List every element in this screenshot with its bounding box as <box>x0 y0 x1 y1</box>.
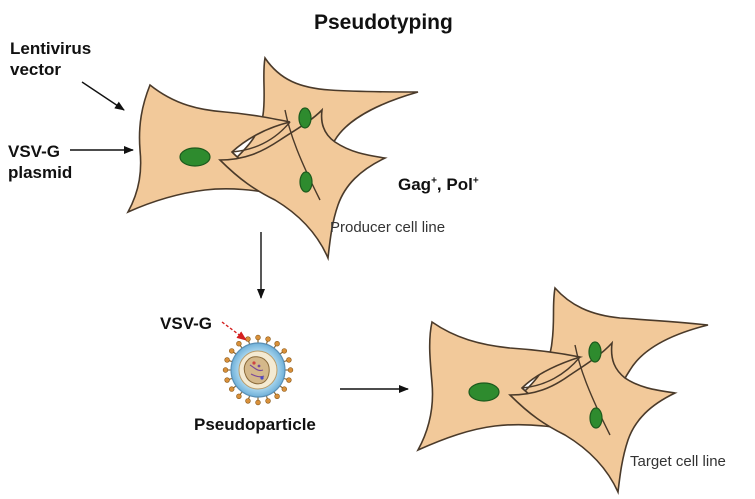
vsvg-spike-head <box>222 367 229 373</box>
nucleus <box>588 341 602 363</box>
cell-overlap-line <box>231 121 291 153</box>
lentivirus-label-line1: Lentivirus <box>10 39 92 58</box>
vsvg-spike-head <box>236 341 242 347</box>
vsvg-spike-head <box>229 386 235 392</box>
nucleus <box>298 107 312 129</box>
nucleus <box>589 407 603 429</box>
vsvg-spike-head <box>245 398 251 404</box>
pseudoparticle-label: Pseudoparticle <box>194 415 316 434</box>
vsvg-spike-head <box>287 367 294 373</box>
vsvg-plasmid-label: VSV-G plasmid <box>8 143 72 181</box>
vsvg-spike-head <box>236 393 242 399</box>
vsvg-spike-head <box>229 348 235 354</box>
vsvg-spike-arrow <box>221 321 247 341</box>
vsvg-spike-head <box>255 399 261 406</box>
cell-overlap-line <box>521 356 581 389</box>
vsvg-spike-head <box>265 336 271 342</box>
vsvg-spike-head <box>286 357 292 363</box>
vsvg-label: VSV-G <box>160 314 212 333</box>
vsvg-spike-head <box>245 336 251 342</box>
nucleus <box>179 147 211 167</box>
vsvg-spike-head <box>281 348 287 354</box>
gag-pol-label: Gag+, Pol+ <box>398 176 479 193</box>
gag-superscript: + <box>431 175 437 187</box>
vsvg-plasmid-label-line1: VSV-G <box>8 142 60 161</box>
target-cell-line-label: Target cell line <box>630 453 726 470</box>
lentivirus-label-line2: vector <box>10 60 62 79</box>
producer-cell-cluster <box>126 55 419 262</box>
lentivirus-vector-label: Lentivirus vector <box>10 40 91 78</box>
gag-text: Gag <box>398 175 432 194</box>
cell-overlap-line <box>574 344 611 436</box>
producer-cell-line-label: Producer cell line <box>330 219 446 236</box>
nucleus <box>468 382 500 402</box>
vsvg-spike-head <box>224 377 230 383</box>
gag-pol-separator: , <box>436 175 447 194</box>
lentivirus-arrow <box>81 81 125 111</box>
pseudoparticle-icon <box>222 334 294 406</box>
pol-superscript: + <box>472 175 479 187</box>
target-cell-cluster <box>416 286 709 495</box>
pol-text: Pol <box>446 175 473 194</box>
vsvg-plasmid-label-line2: plasmid <box>8 163 73 182</box>
cell-overlap-line <box>284 109 321 201</box>
vsvg-spike-head <box>265 398 271 404</box>
nucleus <box>299 171 313 193</box>
diagram-title: Pseudotyping <box>314 11 453 34</box>
vsvg-spike-head <box>274 393 280 399</box>
vsvg-spike-head <box>274 341 280 347</box>
vsvg-spike-head <box>224 357 230 363</box>
vsvg-spike-head <box>286 377 292 383</box>
vsvg-spike-head <box>281 386 287 392</box>
vsvg-spike-head <box>255 334 261 341</box>
